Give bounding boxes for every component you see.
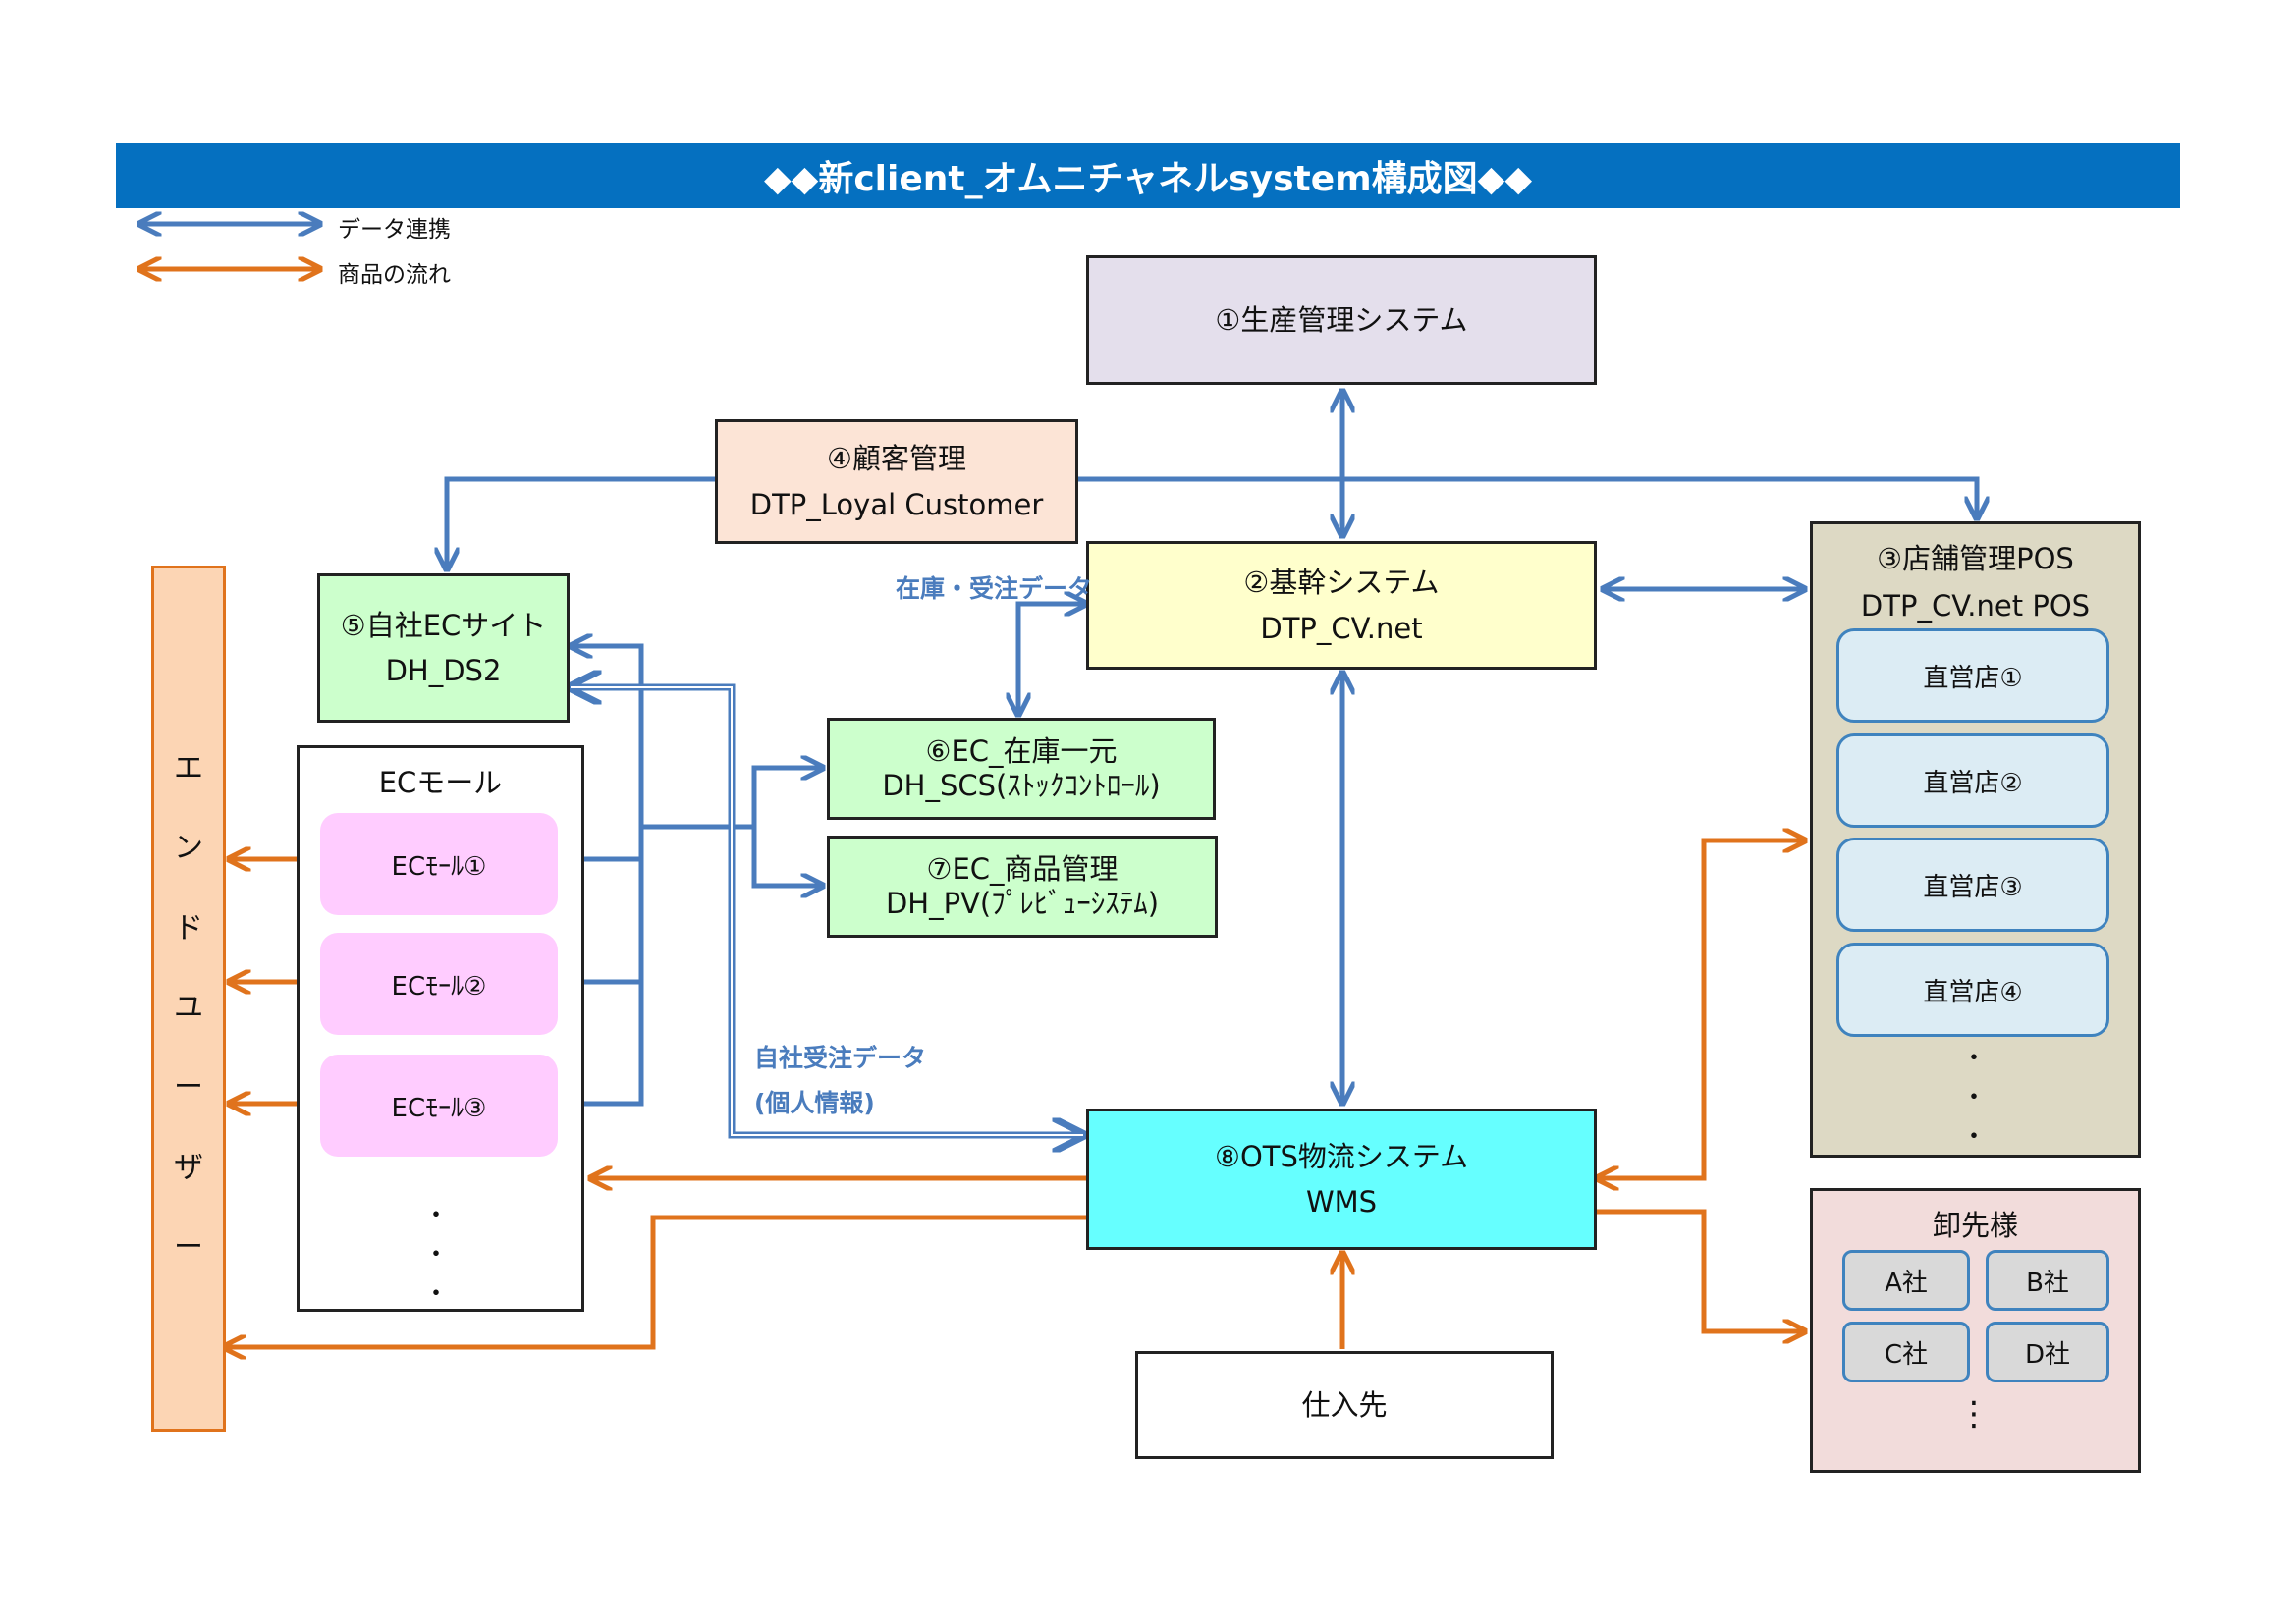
store-pos-system: DTP_CV.net POS: [1860, 588, 2091, 623]
end-user-char: ド: [174, 910, 203, 946]
ec-mall-title: ECモール: [378, 766, 503, 799]
link-hub-ec-stock: [751, 768, 823, 886]
wholesale-more-indicator: ⋮: [1957, 1394, 1991, 1434]
wholesale-title: 卸先様: [1932, 1209, 2018, 1242]
production-system-label: ①生産管理システム: [1215, 302, 1468, 337]
store-item-4[interactable]: 直営店④: [1836, 943, 2109, 1037]
supplier-node[interactable]: 仕入先: [1135, 1351, 1554, 1459]
own-ec-site-label: ⑤自社ECサイト: [340, 608, 547, 642]
own-order-data-note: 自社受注データ: [754, 1044, 927, 1072]
end-user-char: エ: [174, 751, 203, 785]
own-ec-site-system: DH_DS2: [385, 654, 502, 687]
end-user-char: ー: [174, 1229, 203, 1265]
ec-product-system: DH_PV(ﾌﾟﾚﾋﾞｭｰｼｽﾃﾑ): [885, 887, 1160, 920]
wms-label: ⑧OTS物流システム: [1214, 1139, 1469, 1173]
link-customer-store-pos: [1078, 476, 1977, 518]
wholesale-company-c[interactable]: C社: [1842, 1322, 1970, 1382]
wms-system: WMS: [1305, 1185, 1378, 1218]
customer-management-label: ④顧客管理: [827, 442, 966, 476]
page-title: ◆◆新client_オムニチャネルsystem構成図◆◆: [116, 143, 2180, 208]
supplier-label: 仕入先: [1301, 1387, 1388, 1422]
core-system-node[interactable]: ②基幹システム DTP_CV.net: [1086, 541, 1597, 670]
legend-goods-flow-label: 商品の流れ: [338, 262, 451, 288]
store-item-2[interactable]: 直営店②: [1836, 733, 2109, 828]
link-hub-ec-product: [751, 827, 823, 886]
core-system-name: DTP_CV.net: [1260, 611, 1423, 645]
store-more-indicator: ・・・: [1960, 1044, 1987, 1152]
ec-product-node[interactable]: ⑦EC_商品管理 DH_PV(ﾌﾟﾚﾋﾞｭｰｼｽﾃﾑ): [827, 836, 1218, 938]
ec-mall-item-3[interactable]: ECﾓｰﾙ③: [320, 1055, 558, 1157]
link-core-ec-stock: [1018, 604, 1086, 715]
ec-stock-node[interactable]: ⑥EC_在庫一元 DH_SCS(ｽﾄｯｸｺﾝﾄﾛｰﾙ): [827, 718, 1216, 820]
ec-stock-label: ⑥EC_在庫一元: [925, 734, 1118, 769]
wholesale-company-a[interactable]: A社: [1842, 1250, 1970, 1311]
ec-product-label: ⑦EC_商品管理: [926, 852, 1119, 887]
core-system-label: ②基幹システム: [1243, 566, 1440, 600]
stock-order-data-note: 在庫・受注データ: [896, 574, 1093, 603]
customer-management-node[interactable]: ④顧客管理 DTP_Loyal Customer: [715, 419, 1078, 544]
customer-management-system: DTP_Loyal Customer: [749, 487, 1044, 521]
store-item-1[interactable]: 直営店①: [1836, 628, 2109, 723]
legend-data-link-label: データ連携: [338, 217, 451, 243]
store-pos-label: ③店舗管理POS: [1877, 542, 2074, 575]
wholesale-company-b[interactable]: B社: [1986, 1250, 2109, 1311]
end-user-char: ー: [174, 1070, 203, 1106]
ec-mall-more-indicator: ・・・: [422, 1201, 449, 1309]
ec-mall-item-2[interactable]: ECﾓｰﾙ②: [320, 933, 558, 1035]
end-user-char: ザ: [174, 1150, 203, 1185]
own-ec-site-node[interactable]: ⑤自社ECサイト DH_DS2: [317, 573, 570, 723]
wms-node[interactable]: ⑧OTS物流システム WMS: [1086, 1109, 1597, 1250]
flow-wms-store-pos: [1597, 840, 1805, 1178]
store-item-3[interactable]: 直営店③: [1836, 838, 2109, 932]
production-system-node[interactable]: ①生産管理システム: [1086, 255, 1597, 385]
ec-mall-item-1[interactable]: ECﾓｰﾙ①: [320, 813, 558, 915]
ec-stock-system: DH_SCS(ｽﾄｯｸｺﾝﾄﾛｰﾙ): [882, 769, 1161, 802]
wholesale-company-d[interactable]: D社: [1986, 1322, 2109, 1382]
end-user-node[interactable]: エ ン ド ユ ー ザ ー: [151, 566, 226, 1432]
end-user-char: ユ: [174, 990, 203, 1025]
end-user-char: ン: [174, 831, 203, 866]
personal-info-note: (個人情報): [754, 1089, 875, 1117]
link-customer-own-ec: [447, 476, 717, 569]
flow-wms-wholesale: [1597, 1209, 1805, 1331]
